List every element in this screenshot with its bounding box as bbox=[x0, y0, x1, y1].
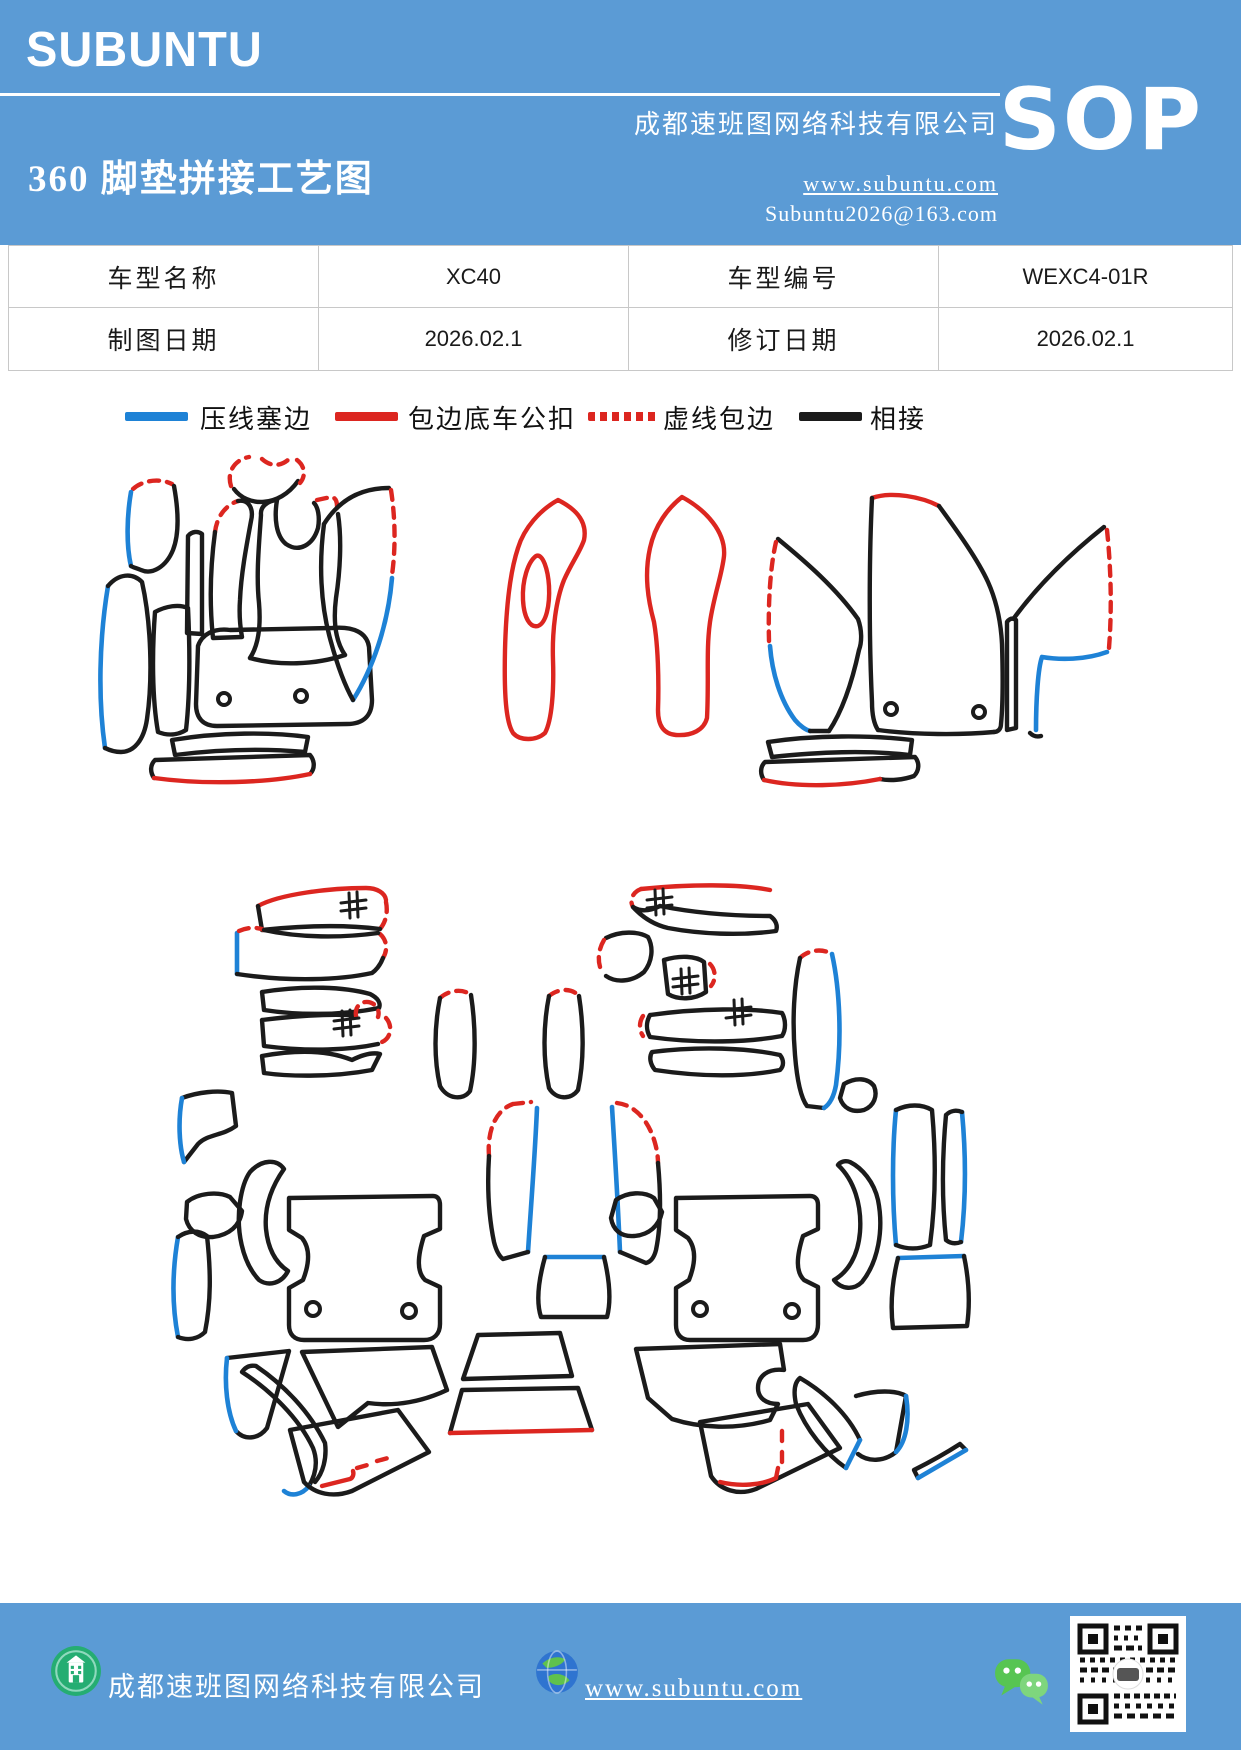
lower-right-cluster bbox=[608, 1103, 971, 1343]
revise-date-label: 修订日期 bbox=[629, 308, 939, 370]
upper-diagram-trunk-mats bbox=[98, 454, 1113, 788]
footer-website-link[interactable]: www.subuntu.com bbox=[585, 1675, 803, 1702]
upper-left-group bbox=[98, 454, 397, 785]
company-building-icon bbox=[51, 1646, 101, 1696]
model-name-label: 车型名称 bbox=[9, 246, 319, 308]
company-name: 成都速班图网络科技有限公司 bbox=[633, 110, 998, 139]
upper-center-red-pieces bbox=[502, 494, 727, 742]
lower-center-console bbox=[433, 987, 663, 1436]
lower-left-bottom-cluster bbox=[223, 1344, 450, 1497]
legend-swatch-blue-solid bbox=[125, 412, 188, 421]
draw-date-label: 制图日期 bbox=[9, 308, 319, 370]
footer-company-name: 成都速班图网络科技有限公司 bbox=[108, 1672, 485, 1702]
draw-date-value: 2026.02.1 bbox=[319, 308, 629, 370]
globe-icon bbox=[536, 1650, 578, 1694]
legend-label-binding-clip: 包边底车公扣 bbox=[408, 405, 577, 434]
vehicle-info-table: 车型名称 XC40 车型编号 WEXC4-01R 制图日期 2026.02.1 … bbox=[8, 245, 1233, 371]
header-contact-block: 成都速班图网络科技有限公司 www.subuntu.com Subuntu202… bbox=[600, 104, 998, 227]
legend-swatch-black-solid bbox=[799, 412, 862, 421]
website-link[interactable]: www.subuntu.com bbox=[803, 171, 998, 196]
line-type-legend: 压线塞边 包边底车公扣 虚线包边 相接 bbox=[0, 398, 1241, 438]
legend-label-dashed-bind: 虚线包边 bbox=[663, 405, 776, 434]
wechat-icon bbox=[995, 1659, 1048, 1705]
legend-label-press-edge: 压线塞边 bbox=[200, 405, 313, 434]
legend-label-joint: 相接 bbox=[870, 405, 927, 434]
email-address: Subuntu2026@163.com bbox=[765, 201, 998, 226]
footer-banner: 成都速班图网络科技有限公司 www.subuntu.com bbox=[0, 1603, 1241, 1750]
lower-right-strips bbox=[596, 883, 878, 1113]
legend-swatch-red-solid bbox=[335, 412, 398, 421]
sop-label: SOP bbox=[998, 70, 1203, 170]
page-title: 360 脚垫拼接工艺图 bbox=[28, 159, 374, 200]
legend-swatch-red-dotted bbox=[588, 412, 658, 421]
lower-left-cluster bbox=[171, 1089, 443, 1343]
model-name-value: XC40 bbox=[319, 246, 629, 308]
model-code-label: 车型编号 bbox=[629, 246, 939, 308]
brand-logo: SUBUNTU bbox=[26, 21, 263, 77]
wechat-qr-code bbox=[1070, 1616, 1186, 1732]
header-banner: SUBUNTU 360 脚垫拼接工艺图 成都速班图网络科技有限公司 www.su… bbox=[0, 0, 1241, 245]
header-divider bbox=[0, 93, 1000, 96]
lower-left-strips bbox=[234, 885, 393, 1078]
revise-date-value: 2026.02.1 bbox=[1036, 326, 1135, 351]
model-code-value: WEXC4-01R bbox=[939, 246, 1232, 308]
upper-right-group bbox=[758, 492, 1113, 788]
lower-right-bottom-cluster bbox=[633, 1341, 969, 1495]
lower-diagram-floor-mats bbox=[171, 883, 971, 1497]
